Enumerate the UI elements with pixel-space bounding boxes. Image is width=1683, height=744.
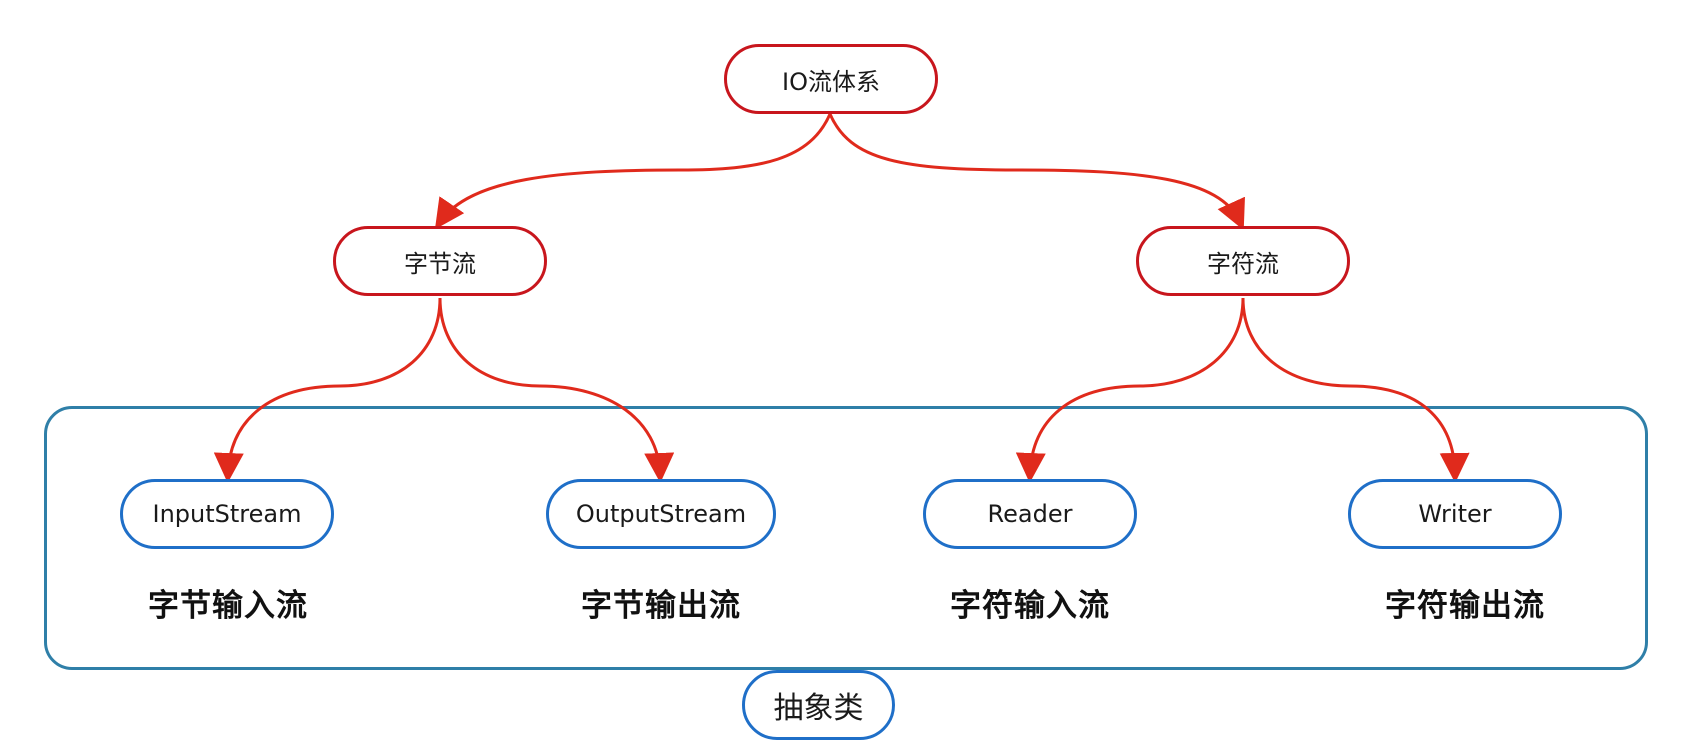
edge-root-to-byte-stream (434, 113, 832, 230)
class-node-label: Reader (987, 500, 1073, 528)
category-node-label: 字符流 (1207, 249, 1279, 278)
class-description-char-output: 字符输出流 (1385, 588, 1545, 624)
category-node-char-stream: 字符流 (1136, 226, 1350, 296)
class-node-outputstream: OutputStream (546, 479, 776, 549)
edge-char-to-reader (1015, 297, 1245, 483)
edge-root-to-char-stream (828, 113, 1245, 231)
class-node-label: OutputStream (575, 500, 747, 528)
abstract-class-group (44, 406, 1648, 670)
class-description-byte-output: 字节输出流 (581, 588, 741, 624)
class-node-writer: Writer (1348, 479, 1562, 549)
class-node-inputstream: InputStream (120, 479, 334, 549)
class-node-label: InputStream (152, 500, 302, 528)
root-node-io-system: IO流体系 (724, 44, 938, 114)
category-node-label: 字节流 (404, 249, 476, 278)
class-description-byte-input: 字节输入流 (148, 588, 308, 624)
abstract-class-label-text: 抽象类 (773, 691, 864, 726)
edge-byte-to-inputstream (213, 297, 442, 483)
abstract-class-label: 抽象类 (742, 670, 895, 740)
class-node-label: Writer (1418, 500, 1492, 528)
edge-byte-to-outputstream (438, 297, 675, 483)
class-node-reader: Reader (923, 479, 1137, 549)
root-node-label: IO流体系 (782, 67, 880, 96)
class-description-char-input: 字符输入流 (950, 588, 1110, 624)
category-node-byte-stream: 字节流 (333, 226, 547, 296)
edge-char-to-writer (1241, 297, 1470, 483)
